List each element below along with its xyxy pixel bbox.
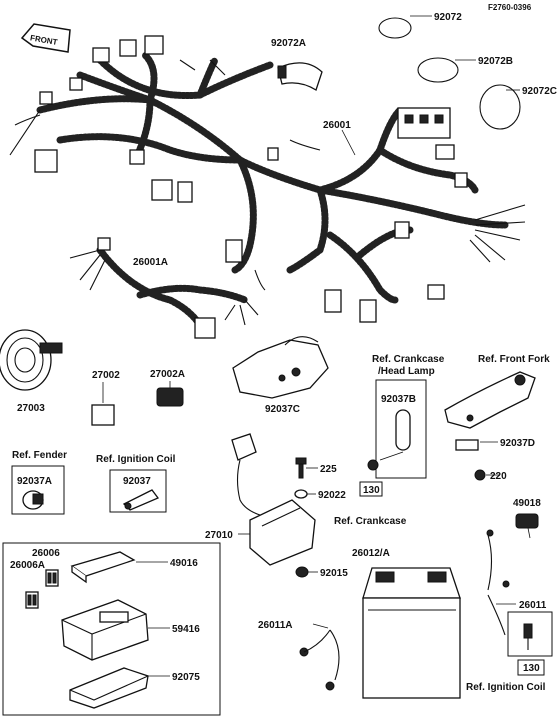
- clip-49018-icon: [515, 513, 539, 539]
- figure-code: F2760-0396: [488, 3, 532, 12]
- label-49016: 49016: [170, 558, 198, 569]
- label-92037: 92037: [123, 476, 151, 487]
- ref-fender: Ref. Fender: [12, 450, 67, 461]
- label-26011a: 26011A: [258, 620, 292, 631]
- clip-92037-icon: [122, 489, 160, 511]
- main-harness-26001: [9, 35, 526, 323]
- ref-box-ignition-coil: [507, 611, 553, 657]
- clip-92037a-icon: [22, 490, 44, 510]
- label-26011: 26011: [519, 600, 547, 611]
- label-92072a: 92072A: [271, 38, 306, 49]
- label-26001: 26001: [323, 120, 351, 131]
- ref-box-92037b: [375, 379, 427, 479]
- cover-49016-icon: [70, 551, 168, 584]
- label-92037a: 92037A: [17, 476, 52, 487]
- label-92072c: 92072C: [522, 86, 557, 97]
- label-49018: 49018: [513, 498, 541, 509]
- label-26006a: 26006A: [10, 560, 45, 571]
- ref-crankcase-head-lamp-1: Ref. Crankcase: [372, 354, 445, 365]
- label-92022: 92022: [318, 490, 346, 501]
- label-26012a: 26012/A: [352, 548, 390, 559]
- fuse-26006-icon: [25, 569, 59, 609]
- label-27002a: 27002A: [150, 369, 185, 380]
- label-92015: 92015: [320, 568, 348, 579]
- clamp-92072b-icon: [417, 57, 476, 83]
- front-arrow-icon: FRONT: [20, 23, 71, 53]
- relay-27002-icon: [91, 382, 115, 426]
- ref-crankcase: Ref. Crankcase: [334, 516, 407, 527]
- clip-92037b-icon: [367, 409, 411, 471]
- kit-box: [2, 542, 221, 716]
- washer-92022-icon: [294, 489, 316, 499]
- relay-27002a-icon: [156, 381, 184, 407]
- nut-92015-icon: [295, 566, 318, 578]
- ref-front-fork: Ref. Front Fork: [478, 354, 550, 365]
- fork-bracket-icon: [444, 371, 536, 451]
- ref-box-92037: [109, 469, 167, 513]
- horn-27003-icon: [0, 329, 63, 391]
- ref-box-92037a: [11, 465, 65, 515]
- clamp-92072a-icon: [277, 62, 323, 91]
- label-130b: 130: [523, 663, 540, 674]
- battery-26012a-icon: [362, 567, 461, 699]
- cable-26011a-icon: [299, 623, 340, 691]
- bracket-92037c-icon: [232, 336, 329, 399]
- ref-crankcase-head-lamp-2: /Head Lamp: [378, 366, 435, 377]
- ref-box-130b: [517, 659, 545, 676]
- label-26001a: 26001A: [133, 257, 168, 268]
- cable-26011-icon: [486, 529, 516, 636]
- label-130a: 130: [363, 485, 380, 496]
- label-92075: 92075: [172, 672, 200, 683]
- label-92072: 92072: [434, 12, 462, 23]
- fuse-box-59416-icon: [61, 599, 170, 661]
- label-59416: 59416: [172, 624, 200, 635]
- ref-ignition-coil-bottom: Ref. Ignition Coil: [466, 682, 546, 693]
- label-27003: 27003: [17, 403, 45, 414]
- label-220: 220: [490, 471, 507, 482]
- label-92037c: 92037C: [265, 404, 300, 415]
- label-27002: 27002: [92, 370, 120, 381]
- regulator-27010-icon: [231, 433, 316, 566]
- label-92037d: 92037D: [500, 438, 535, 449]
- label-26006: 26006: [32, 548, 60, 559]
- ref-box-130a: [359, 481, 383, 497]
- terminal-icon: [523, 623, 533, 650]
- ref-ignition-coil: Ref. Ignition Coil: [96, 454, 176, 465]
- label-92037b: 92037B: [381, 394, 416, 405]
- label-92072b: 92072B: [478, 56, 513, 67]
- clamp-92072-icon: [378, 15, 432, 39]
- sub-harness-26001a: [69, 237, 259, 339]
- bolt-220-icon: [474, 469, 500, 481]
- bolt-225-icon: [295, 457, 318, 479]
- cover-92075-icon: [69, 667, 170, 709]
- label-225: 225: [320, 464, 337, 475]
- clamp-92072c-icon: [479, 84, 521, 130]
- label-27010: 27010: [205, 530, 233, 541]
